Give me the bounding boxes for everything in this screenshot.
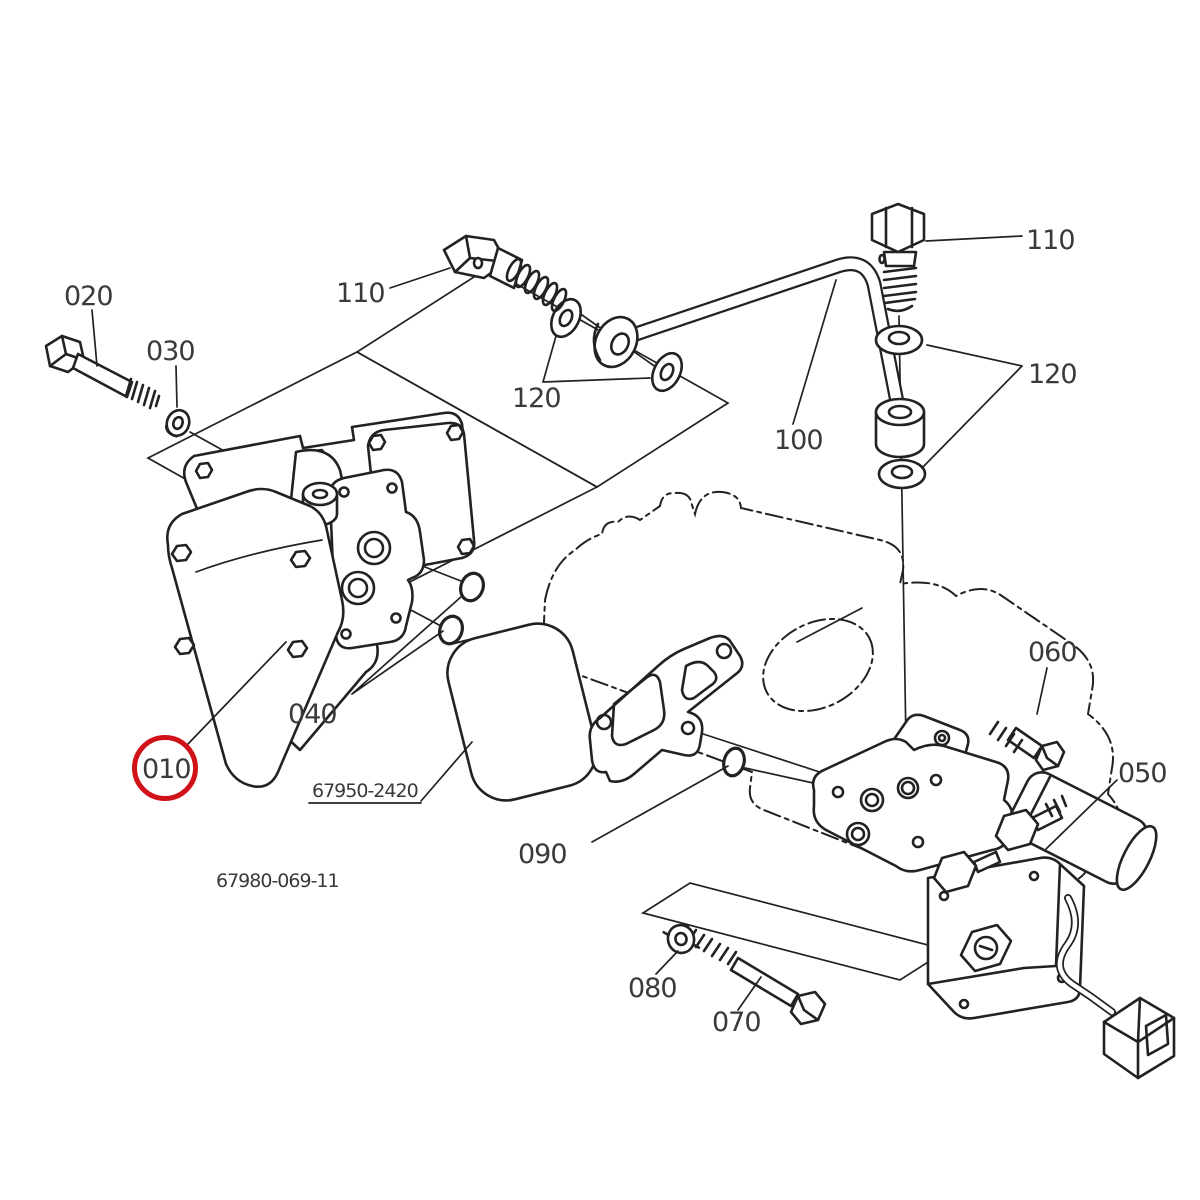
o-ring-090 bbox=[722, 746, 746, 778]
figure-code: 67980-069-11 bbox=[216, 870, 339, 892]
callout-080: 080 bbox=[628, 973, 677, 1004]
washer-right-2 bbox=[877, 458, 927, 490]
joint-bolt-110-left bbox=[442, 234, 568, 313]
bolt-threads bbox=[882, 266, 918, 313]
plate-holes bbox=[831, 773, 943, 849]
washer-right-1 bbox=[874, 324, 924, 356]
callout-110-right: 110 bbox=[1026, 225, 1075, 256]
bolt-threads bbox=[124, 377, 161, 410]
o-rings-040 bbox=[438, 571, 485, 646]
highlight-circle-010 bbox=[132, 735, 198, 801]
washer-left-1 bbox=[549, 297, 583, 339]
joint-bolt-110-right bbox=[870, 202, 926, 313]
valve-assembly-050 bbox=[811, 713, 1176, 1080]
solenoid bbox=[1007, 771, 1158, 891]
valve-mount-plate bbox=[811, 737, 1014, 873]
cover-bolts bbox=[170, 543, 312, 659]
spacer-bushing-left bbox=[592, 315, 639, 369]
callout-120-left: 120 bbox=[512, 383, 561, 414]
flange-nut-080 bbox=[662, 923, 701, 955]
washer-030 bbox=[164, 408, 191, 438]
callout-050: 050 bbox=[1118, 758, 1167, 789]
callout-030: 030 bbox=[146, 336, 195, 367]
valve-fittings bbox=[932, 794, 1068, 894]
flange-ports bbox=[338, 482, 402, 640]
callout-090: 090 bbox=[518, 839, 567, 870]
leader-lines bbox=[91, 235, 1118, 1011]
spacer-bushing-right bbox=[874, 397, 926, 459]
hex-bolt-060 bbox=[988, 720, 1066, 772]
bolt-coil-threads bbox=[505, 257, 568, 313]
engine-boss-outline bbox=[762, 617, 874, 713]
cover-plate-67950-2420 bbox=[446, 622, 598, 802]
callout-020: 020 bbox=[64, 281, 113, 312]
sealing-washer-set-right-120 bbox=[874, 324, 927, 490]
washer-left-2 bbox=[650, 351, 684, 393]
callout-010: 010 bbox=[142, 754, 191, 785]
gasket bbox=[588, 634, 744, 783]
callout-040: 040 bbox=[288, 699, 337, 730]
subassembly-code: 67950-2420 bbox=[312, 780, 418, 802]
cover-ridge-line bbox=[195, 539, 323, 573]
callout-labels: 020 030 110 120 100 110 120 040 010 050 … bbox=[64, 225, 1168, 1038]
hex-bolt-070 bbox=[678, 924, 827, 1026]
pump-assembly-010 bbox=[166, 411, 476, 788]
pump-front-cover bbox=[166, 487, 345, 788]
valve-plug bbox=[959, 923, 1013, 973]
callout-120-right: 120 bbox=[1028, 359, 1077, 390]
wire-harness bbox=[1056, 894, 1176, 1080]
callout-100: 100 bbox=[774, 425, 823, 456]
sealing-washer-set-left-120 bbox=[549, 297, 684, 393]
callout-110-left: 110 bbox=[336, 278, 385, 309]
hex-bolt-020 bbox=[44, 334, 161, 410]
callout-060: 060 bbox=[1028, 637, 1077, 668]
reference-edge-valve bbox=[796, 607, 863, 643]
callout-070: 070 bbox=[712, 1007, 761, 1038]
